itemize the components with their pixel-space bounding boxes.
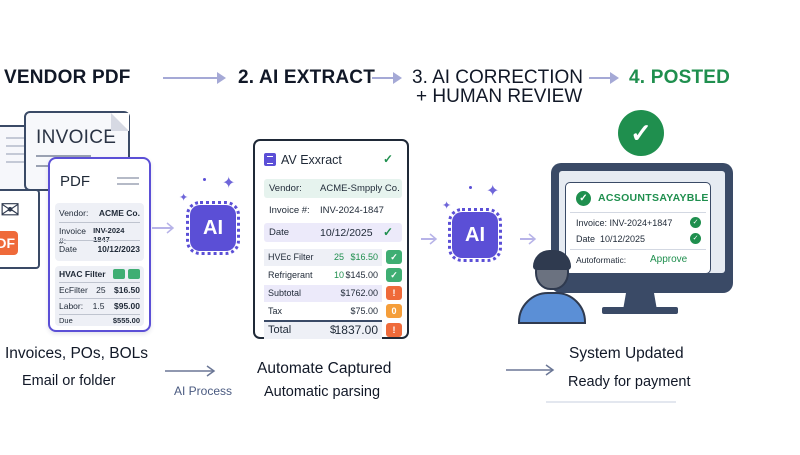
document-icon	[264, 153, 276, 166]
check-circle-icon: ✓	[690, 233, 701, 244]
status-zero-badge: 0	[386, 304, 402, 318]
sparkle-icon: ✦	[222, 175, 236, 192]
monitor-base	[602, 307, 678, 314]
extract-field-vendor: Vendor:ACME-Smpply Co.	[264, 179, 402, 198]
sparkle-icon: ✦	[179, 192, 189, 204]
caption-capture: Automate Captured	[257, 360, 392, 377]
caption-system-sub: Ready for payment	[568, 374, 691, 390]
sparkle-dot	[203, 178, 206, 181]
pdf-header-fields: Vendor:ACME Co. Invoice #:INV-2024 1847 …	[55, 203, 144, 261]
flow-arrow-3-line	[589, 77, 611, 79]
pdf-item-row: Labor:1.5$95.00	[59, 301, 140, 311]
arrow-to-ai-1	[152, 222, 175, 234]
caption-system: System Updated	[569, 345, 684, 362]
accounts-payable-panel: ✓ ACSOUNTSAYAYBLE Invoice: INV-2024+1847…	[565, 182, 711, 274]
status-warning-badge: !	[386, 323, 402, 337]
posted-date-label: Date	[576, 234, 596, 244]
check-icon: ✓	[383, 225, 394, 239]
autoformatic-label: Autoformatic:	[576, 255, 627, 265]
check-circle-icon: ✓	[690, 217, 701, 228]
flow-arrow-2-head	[393, 72, 402, 84]
mail-icon: ✉	[0, 197, 21, 224]
sparkle-dot	[469, 186, 472, 189]
extract-total: Total$1837.00	[264, 322, 382, 339]
extract-tax: Tax$75.00	[264, 303, 382, 320]
extract-card-title: AV Exxract	[281, 153, 342, 167]
ai-chip-icon: AI	[186, 201, 240, 255]
step-3-title: 3. AI CORRECTION	[412, 67, 584, 88]
pdf-file-badge: DF	[0, 231, 18, 255]
menu-lines-icon	[117, 177, 139, 189]
caption-sources: Invoices, POs, BOLs	[5, 345, 148, 362]
sparkle-icon: ✦	[486, 183, 500, 200]
posted-date-value: 10/12/2025	[600, 234, 646, 244]
extract-field-invoice: Invoice #:INV-2024-1847	[264, 201, 402, 220]
panel-title: ACSOUNTSAYAYBLE	[598, 192, 709, 204]
check-circle-icon: ✓	[576, 191, 591, 206]
pdf-items-header: HVAC Filter	[59, 269, 140, 279]
step-2-title: 2. AI EXTRACT	[238, 67, 376, 88]
approve-status: Approve	[650, 254, 688, 265]
ai-chip-icon: AI	[448, 208, 502, 262]
status-check-badge: ✓	[386, 268, 402, 282]
ai-process-arrow	[165, 365, 216, 377]
step-4-title: 4. POSTED	[629, 67, 731, 88]
pdf-field-vendor: Vendor:ACME Co.	[59, 208, 140, 218]
vendor-pdf-card: PDF Vendor:ACME Co. Invoice #:INV-2024 1…	[48, 157, 151, 332]
caption-sources-sub: Email or folder	[22, 373, 116, 389]
status-check-badge: ✓	[386, 250, 402, 264]
ai-process-label: AI Process	[174, 384, 233, 398]
system-arrow	[506, 364, 555, 376]
step-1-title: VENDOR PDF	[4, 67, 131, 88]
invoice-label: INVOICE	[36, 127, 117, 148]
email-document: ✉	[0, 189, 40, 269]
reviewer-avatar-icon	[533, 250, 571, 270]
extract-subtotal: Subtotal$1762.00	[264, 285, 382, 302]
pdf-item-row: Due$555.00	[59, 316, 140, 325]
step-3-subtitle: + HUMAN REVIEW	[416, 86, 583, 107]
status-warning-badge: !	[386, 286, 402, 300]
check-icon: ✓	[383, 152, 394, 166]
caption-capture-sub: Automatic parsing	[264, 384, 381, 400]
pdf-card-title: PDF	[60, 173, 90, 190]
posted-invoice: Invoice: INV-2024+1847	[576, 218, 673, 228]
flow-arrow-3-head	[610, 72, 619, 84]
page-fold	[111, 113, 129, 131]
flow-arrow-1-line	[163, 77, 218, 79]
posted-check-icon: ✓	[618, 110, 664, 156]
flow-arrow-2-line	[372, 77, 394, 79]
flow-arrow-1-head	[217, 72, 226, 84]
reviewer-person-body	[518, 292, 586, 324]
caption-underline	[546, 401, 676, 403]
arrow-to-review	[520, 233, 537, 245]
monitor-stand	[623, 293, 657, 309]
sparkle-icon: ✦	[442, 200, 452, 212]
pdf-field-invoice: Invoice #:INV-2024 1847	[59, 226, 125, 246]
total-divider	[264, 320, 382, 322]
arrow-to-ai-2	[421, 233, 438, 245]
ai-extract-card: AV Exxract ✓ Vendor:ACME-Smpply Co. Invo…	[253, 139, 409, 339]
